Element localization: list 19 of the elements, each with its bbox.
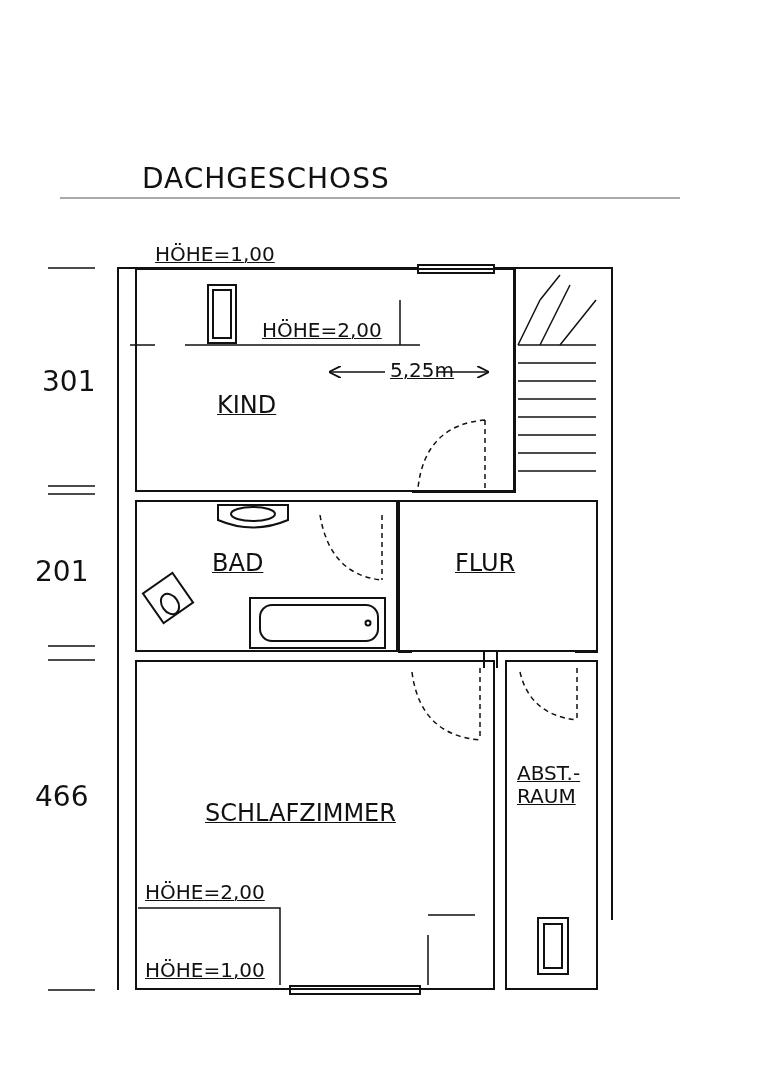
height-note: HÖHE=1,00 — [155, 242, 275, 266]
dimension-label: 466 — [35, 780, 89, 813]
room-outline — [398, 500, 598, 652]
room-name: FLUR — [455, 550, 516, 578]
height-note: HÖHE=2,00 — [145, 880, 265, 904]
dimension-label: 301 — [42, 365, 96, 398]
room-outline — [505, 660, 598, 990]
dimension-label: 201 — [35, 555, 89, 588]
room-name: SCHLAFZIMMER — [205, 800, 396, 828]
room-outline — [135, 660, 495, 990]
room-name: KIND — [217, 392, 277, 420]
room-outline — [135, 500, 398, 652]
room-name: BAD — [212, 550, 264, 578]
height-note: HÖHE=1,00 — [145, 958, 265, 982]
dimension-label: 5,25m — [390, 358, 454, 382]
height-note: HÖHE=2,00 — [262, 318, 382, 342]
room-outline — [135, 268, 515, 492]
title: DACHGESCHOSS — [142, 162, 390, 195]
room-name: ABST.- RAUM — [517, 762, 582, 808]
